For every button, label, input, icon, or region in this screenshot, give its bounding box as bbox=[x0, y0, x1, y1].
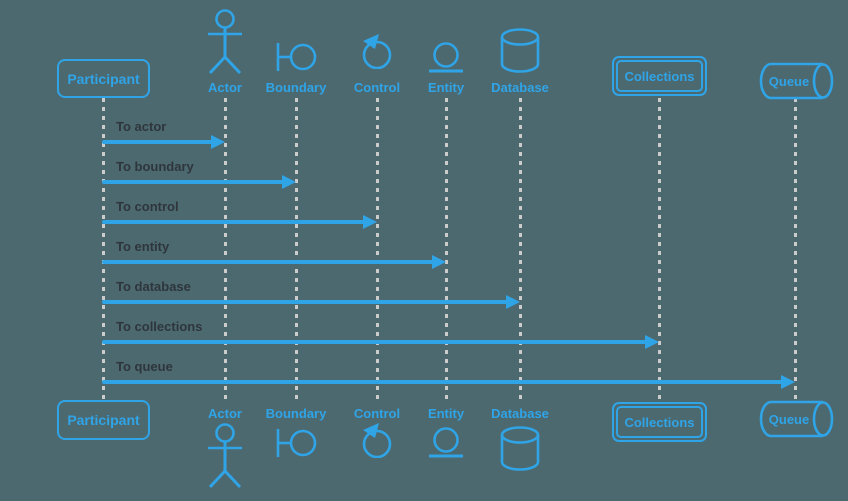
lifeline-control bbox=[376, 98, 379, 402]
lifeline-database bbox=[519, 98, 522, 402]
actor-icon bbox=[205, 423, 245, 489]
entity-icon bbox=[427, 427, 465, 459]
collections-box-bottom: Collections bbox=[612, 402, 707, 442]
queue-label: Queue bbox=[768, 411, 810, 427]
collections-front-rect: Collections bbox=[616, 60, 703, 92]
queue-shape-bottom: Queue bbox=[757, 400, 837, 438]
message-arrow-head bbox=[432, 255, 446, 269]
lifeline-actor bbox=[224, 98, 227, 402]
boundary-icon bbox=[274, 427, 318, 459]
message-arrow-head bbox=[363, 215, 377, 229]
actor-icon bbox=[205, 9, 245, 75]
control-label: Control bbox=[353, 406, 401, 421]
message-label: To boundary bbox=[116, 159, 194, 174]
boundary-icon bbox=[274, 41, 318, 73]
control-icon bbox=[358, 422, 396, 458]
message-label: To control bbox=[116, 199, 179, 214]
message-arrow-line bbox=[102, 180, 286, 184]
collections-label: Collections bbox=[624, 414, 695, 430]
message-label: To database bbox=[116, 279, 191, 294]
database-label: Database bbox=[491, 80, 549, 95]
participant-label: Participant bbox=[67, 412, 140, 428]
message-arrow-line bbox=[102, 140, 215, 144]
message-arrow-head bbox=[645, 335, 659, 349]
message-arrow-head bbox=[211, 135, 225, 149]
collections-back-rect bbox=[612, 56, 707, 96]
lifeline-boundary bbox=[295, 98, 298, 402]
message-label: To entity bbox=[116, 239, 170, 254]
control-icon bbox=[358, 33, 396, 69]
lifeline-entity bbox=[445, 98, 448, 402]
participant-box-top: Participant bbox=[57, 59, 150, 98]
collections-back-rect bbox=[612, 402, 707, 442]
message-arrow-line bbox=[102, 220, 367, 224]
lifeline-queue bbox=[794, 98, 797, 402]
queue-label: Queue bbox=[768, 73, 810, 89]
entity-label: Entity bbox=[427, 80, 465, 95]
message-label: To queue bbox=[116, 359, 173, 374]
collections-box-top: Collections bbox=[612, 56, 707, 96]
message-label: To actor bbox=[116, 119, 167, 134]
database-icon bbox=[500, 425, 540, 472]
collections-label: Collections bbox=[624, 68, 695, 84]
actor-label: Actor bbox=[208, 406, 242, 421]
queue-shape-top: Queue bbox=[757, 62, 837, 100]
lifeline-participant bbox=[102, 98, 105, 402]
participant-box-bottom: Participant bbox=[57, 400, 150, 440]
database-label: Database bbox=[491, 406, 549, 421]
message-label: To collections bbox=[116, 319, 203, 334]
message-arrow-head bbox=[506, 295, 520, 309]
message-arrow-head bbox=[781, 375, 795, 389]
database-icon bbox=[500, 27, 540, 74]
message-arrow-head bbox=[282, 175, 296, 189]
collections-front-rect: Collections bbox=[616, 406, 703, 438]
boundary-label: Boundary bbox=[265, 80, 327, 95]
boundary-label: Boundary bbox=[265, 406, 327, 421]
message-arrow-line bbox=[102, 380, 785, 384]
message-arrow-line bbox=[102, 260, 436, 264]
entity-label: Entity bbox=[427, 406, 465, 421]
message-arrow-line bbox=[102, 340, 649, 344]
participant-label: Participant bbox=[67, 70, 140, 87]
actor-label: Actor bbox=[208, 80, 242, 95]
message-arrow-line bbox=[102, 300, 510, 304]
lifeline-collections bbox=[658, 98, 661, 402]
control-label: Control bbox=[353, 80, 401, 95]
entity-icon bbox=[427, 42, 465, 74]
